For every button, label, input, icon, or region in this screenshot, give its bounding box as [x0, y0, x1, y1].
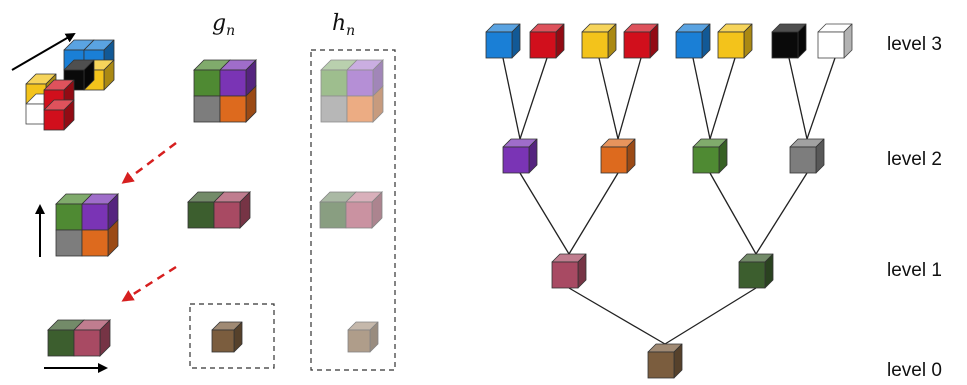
left-panel [11, 32, 396, 373]
tree-node-l3-6 [771, 23, 807, 59]
tree-node-l2-3 [789, 138, 825, 174]
h-n-quad [320, 59, 384, 123]
tree-node-l3-2 [581, 23, 617, 59]
h-n-single [347, 321, 379, 353]
tree-node-l3-4 [675, 23, 711, 59]
tree-node-l3-0 [485, 23, 521, 59]
quad-level2-left [55, 193, 119, 257]
g-n-single [211, 321, 243, 353]
tree-edge [755, 172, 808, 255]
tree-edge [617, 57, 642, 140]
tree-node-l3-5 [717, 23, 753, 59]
level-2-label: level 2 [887, 149, 942, 170]
level-1-label: level 1 [887, 260, 942, 281]
red-arrow-lower [121, 265, 177, 302]
tree-edge [519, 57, 548, 140]
g-n-pair [187, 191, 251, 229]
level-3-label: level 3 [887, 34, 942, 55]
tree-edge [709, 172, 757, 255]
h-n-pair [319, 191, 383, 229]
direction-arrow-diagonal [11, 32, 76, 71]
level-0-label: level 0 [887, 360, 942, 381]
tree-nodes [485, 23, 853, 379]
h-n-box [310, 49, 396, 371]
voxel-object [25, 39, 115, 131]
tree-node-l3-3 [623, 23, 659, 59]
g-n-quad [193, 59, 257, 123]
tree-edge [502, 57, 521, 140]
pair-level1-left [47, 319, 111, 357]
g-n-box [189, 303, 275, 369]
tree-node-l3-1 [529, 23, 565, 59]
tree-node-l1-0 [551, 253, 587, 289]
tree-edge [806, 57, 836, 140]
tree-node-l2-0 [502, 138, 538, 174]
h-n-label: hn [332, 11, 355, 39]
tree-node-l1-1 [738, 253, 774, 289]
tree-node-l0-0 [647, 343, 683, 379]
red-arrow-upper [121, 142, 177, 184]
tree-edge [692, 57, 711, 140]
tree-node-l2-1 [600, 138, 636, 174]
tree-node-l2-2 [692, 138, 728, 174]
voxel-red-lower [43, 99, 75, 131]
tree-node-l3-7 [817, 23, 853, 59]
tree-edges [502, 57, 836, 345]
tree-edge [568, 172, 619, 255]
tree-edge [519, 172, 570, 255]
tree-edge [709, 57, 736, 140]
g-n-label: gn [212, 11, 235, 39]
tree-edge [788, 57, 808, 140]
tree-edge [568, 287, 666, 345]
tree-edge [664, 287, 757, 345]
tree-edge [598, 57, 619, 140]
